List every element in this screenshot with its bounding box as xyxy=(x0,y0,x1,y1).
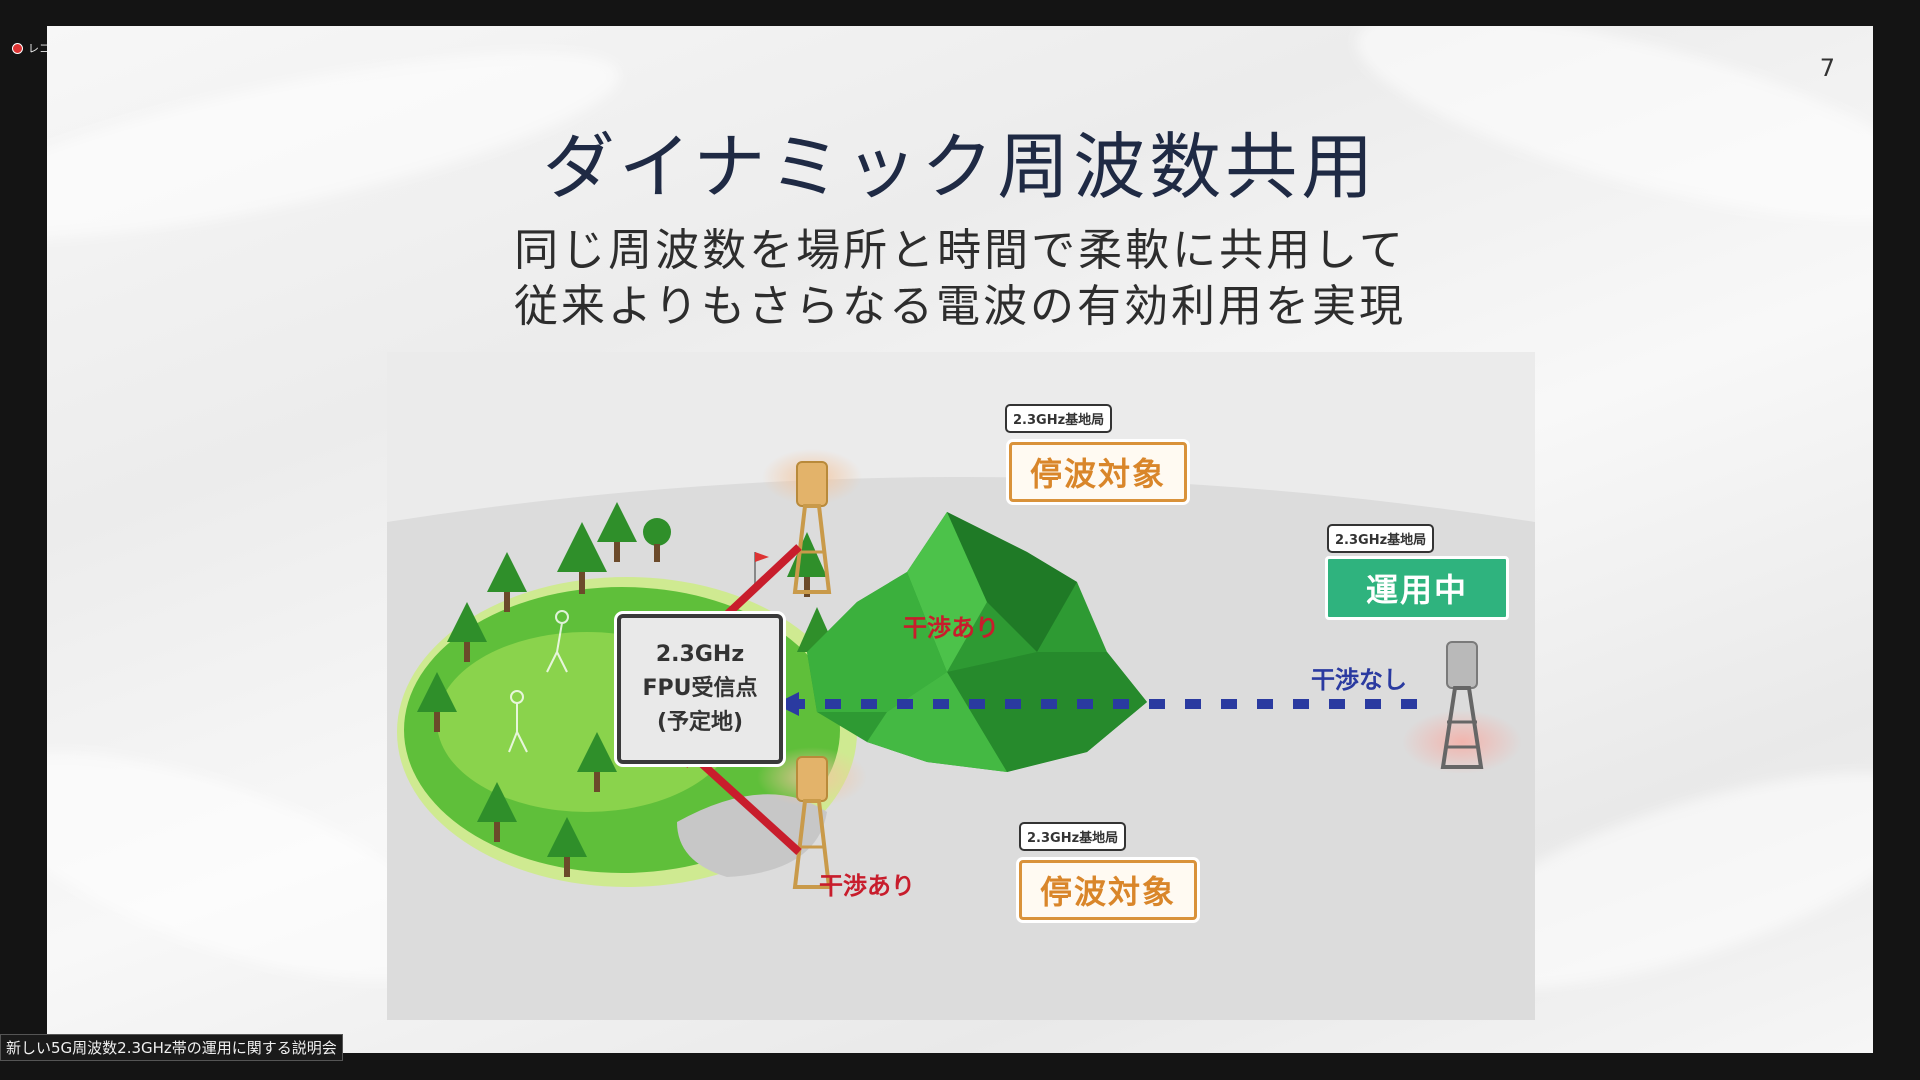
trees xyxy=(417,502,837,877)
sand-area xyxy=(677,794,827,877)
frequency-sharing-diagram: 2.3GHz FPU受信点 (予定地) 2.3GHz基地局 停波対象 2.3GH… xyxy=(387,352,1535,1020)
session-caption: 新しい5G周波数2.3GHz帯の運用に関する説明会 xyxy=(0,1034,343,1061)
station-right-status: 運用中 xyxy=(1325,556,1510,620)
tower-bottom-icon xyxy=(792,756,832,889)
interference-arrow-bottom xyxy=(686,749,802,855)
fpu-label: FPU受信点 xyxy=(642,676,758,701)
fpu-receiver-box: 2.3GHz FPU受信点 (予定地) xyxy=(617,614,783,764)
presentation-slide: 7 ダイナミック周波数共用 同じ周波数を場所と時間で柔軟に共用して 従来よりもさ… xyxy=(47,26,1873,1053)
flag-icon xyxy=(755,552,769,562)
station-top-status: 停波対象 xyxy=(1009,442,1188,502)
fpu-planned: (予定地) xyxy=(656,710,744,735)
station-top-tag: 2.3GHz基地局 xyxy=(1005,404,1113,433)
interference-label-bottom: 干渉あり xyxy=(819,872,915,900)
interference-label-top: 干渉あり xyxy=(903,614,999,642)
tower-top-icon xyxy=(792,461,832,594)
slide-subtitle-line2: 従来よりもさらなる電波の有効利用を実現 xyxy=(513,281,1407,332)
golfer-figures xyxy=(508,610,569,753)
tower-right-glow xyxy=(1402,710,1522,774)
recording-dot-icon xyxy=(12,42,23,54)
mountain xyxy=(807,512,1147,772)
slide-title: ダイナミック周波数共用 xyxy=(542,125,1378,209)
arrowhead-blue xyxy=(775,692,799,716)
station-bottom-tag: 2.3GHz基地局 xyxy=(1019,822,1127,851)
station-bottom-status: 停波対象 xyxy=(1019,860,1198,920)
page-number: 7 xyxy=(1819,54,1835,82)
top-bar xyxy=(0,0,1920,26)
fpu-frequency: 2.3GHz xyxy=(655,642,745,667)
slide-subtitle-line1: 同じ周波数を場所と時間で柔軟に共用して xyxy=(514,225,1406,276)
station-right-tag: 2.3GHz基地局 xyxy=(1327,524,1435,553)
tower-right-icon xyxy=(1440,641,1484,769)
no-interference-label: 干渉なし xyxy=(1311,666,1407,694)
